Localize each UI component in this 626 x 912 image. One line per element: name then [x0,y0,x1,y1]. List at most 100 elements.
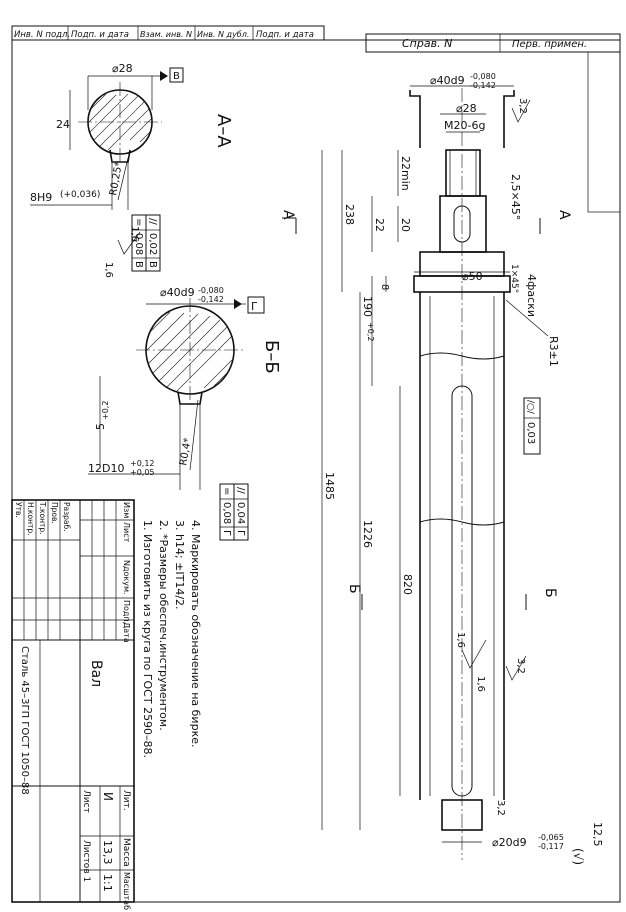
dia-20-up: -0,065 [538,833,564,842]
tb-material: Сталь 45–3ГП ГОСТ 1050–88 [19,646,30,795]
tb-row-nkontr: Н.контр. [26,502,35,536]
shaft-thread [445,149,481,197]
dia-20: ⌀20d9 [492,836,527,849]
datum-g-label: Г [251,300,258,313]
note-2: 2. *Размеры обеспеч.инструментом. [157,520,170,731]
tol-a1-val: 0,02 [147,233,158,255]
section-b-diameter: ⌀40d9 [160,286,195,299]
note-3: 3. h14; ±IT14/2. [173,520,186,610]
header-cell-5: Подп. и дата [256,30,314,40]
tb-head-izm: Изм [122,502,131,518]
section-a-title: А–А [213,114,234,148]
shaft-top-shoulder [409,90,421,148]
tol-a2-val: 0,08 [133,233,144,255]
chamfer-mid: 1×45° [509,264,519,293]
len-8: 8 [379,284,390,290]
rough-key2: 1,6 [475,676,486,692]
section-b-dia-low: -0,142 [198,295,224,304]
header-cell-2: Подп. и дата [71,30,129,40]
len-1226: 1226 [361,520,374,548]
tb-row-prov: Пров. [50,502,59,524]
tb-lit-head: Лит. [121,790,131,811]
datum-v-label: В [173,71,180,82]
section-b-title: Б–Б [261,340,282,374]
len-190-tol: +0,2 [366,322,375,341]
sprav-box [365,33,621,53]
tb-mass-head: Масса [121,838,131,867]
tb-sheets: Листов 1 [81,840,91,882]
header-cell-3: Взам. инв. N [140,30,192,39]
section-a-keyway [109,149,131,163]
tol-a1-sym: // [147,218,158,225]
len-238: 238 [343,204,356,225]
shaft-body [419,292,505,800]
dia-20-low: -0,117 [538,842,564,851]
section-a-rough1: 1,6 [129,226,140,242]
tb-lit-value: И [101,792,115,801]
top-header: Инв. N подл. Подп. и дата Взам. инв. N И… [11,25,621,213]
section-b-key-low: +0,05 [130,468,155,477]
tol-b2-val: 0,08 [221,502,232,524]
shaft-d50 [413,275,511,293]
datum-triangle-v [160,71,168,81]
note-4: 4. Маркировать обозначение на бирке. [189,520,202,747]
top-header-box [11,25,325,41]
tol-a2-sym: = [133,218,144,226]
cut-b-left: Б [346,584,362,594]
tb-head-ndok: Nдокум. [122,560,131,595]
section-a-keytol: (+0,036) [60,190,100,200]
note-1: 1. Изготовить из круга по ГОСТ 2590–88. [141,520,154,758]
tol-b1-ref: Г [235,530,246,536]
rough-bottom: 3,2 [495,800,506,816]
tb-head-list: Лист [122,522,131,543]
shaft-d28 [439,195,487,253]
dia-28: ⌀28 [456,102,477,115]
dia-main: ⌀40d9 [430,74,465,87]
tb-head-data: Дата [122,622,131,643]
tol-b1-val: 0,04 [235,502,246,524]
section-b: ⌀40d9 -0,080 -0,142 Г 5 +0,2 R0,4* 12D10… [88,286,282,541]
tb-row-tkontr: Т.контр. [38,501,47,535]
section-b-key-up: +0,12 [130,459,155,468]
notes: 1. Изготовить из круга по ГОСТ 2590–88. … [141,520,202,758]
cyl-sym: /○/ [525,400,535,415]
perv-column [587,51,621,213]
tb-head-podp: Подп. [122,600,131,624]
tol-a2-ref: В [133,261,144,268]
chamfer-top: 2,5×45° [509,174,522,220]
general-rough-sym: (√) [571,848,585,865]
header-cell-4: Инв. N дубл. [197,30,249,39]
thread-label: M20-6g [444,119,485,132]
section-a-depth: 24 [56,118,70,131]
section-b-dia-up: -0,080 [198,286,224,295]
fillet-r3: R3±1 [547,336,560,367]
section-b-depth-tol: +0,2 [101,401,110,420]
shaft-key-upper [453,205,471,243]
shaft-d20 [441,799,483,831]
len-820: 820 [401,574,414,595]
general-rough: 12,5 [591,822,604,847]
tol-b2-ref: Г [221,530,232,536]
title-block: Изм Лист Nдокум. Подп. Дата Разраб. Пров… [11,499,135,910]
len-20: 20 [399,218,412,232]
datum-g-box [247,296,265,314]
tol-b1-sym: // [235,487,246,494]
tb-row-utv: Утв. [14,502,23,518]
sprav-label: Справ. N [402,37,452,50]
cut-a-right: А [556,210,572,220]
tb-mass: 13,3 [101,840,114,865]
len-1485: 1485 [323,472,336,500]
section-a-keywidth: 8H9 [30,191,52,204]
cut-b-right: Б [542,588,558,598]
tb-scale-head: Масштаб [122,872,131,910]
tb-part-name: Вал [88,660,104,687]
tb-row-razrab: Разраб. [62,502,71,531]
chamfer-count: 4фаски [525,274,538,317]
len-22min: 22min [399,156,412,191]
dia-50: ⌀50 [462,270,483,283]
perv-label: Перв. примен. [512,39,587,50]
shaft-view: ⌀40d9 -0,080 -0,142 3,2 ⌀28 M20-6g 22min… [280,72,604,865]
datum-v-box [169,67,184,83]
